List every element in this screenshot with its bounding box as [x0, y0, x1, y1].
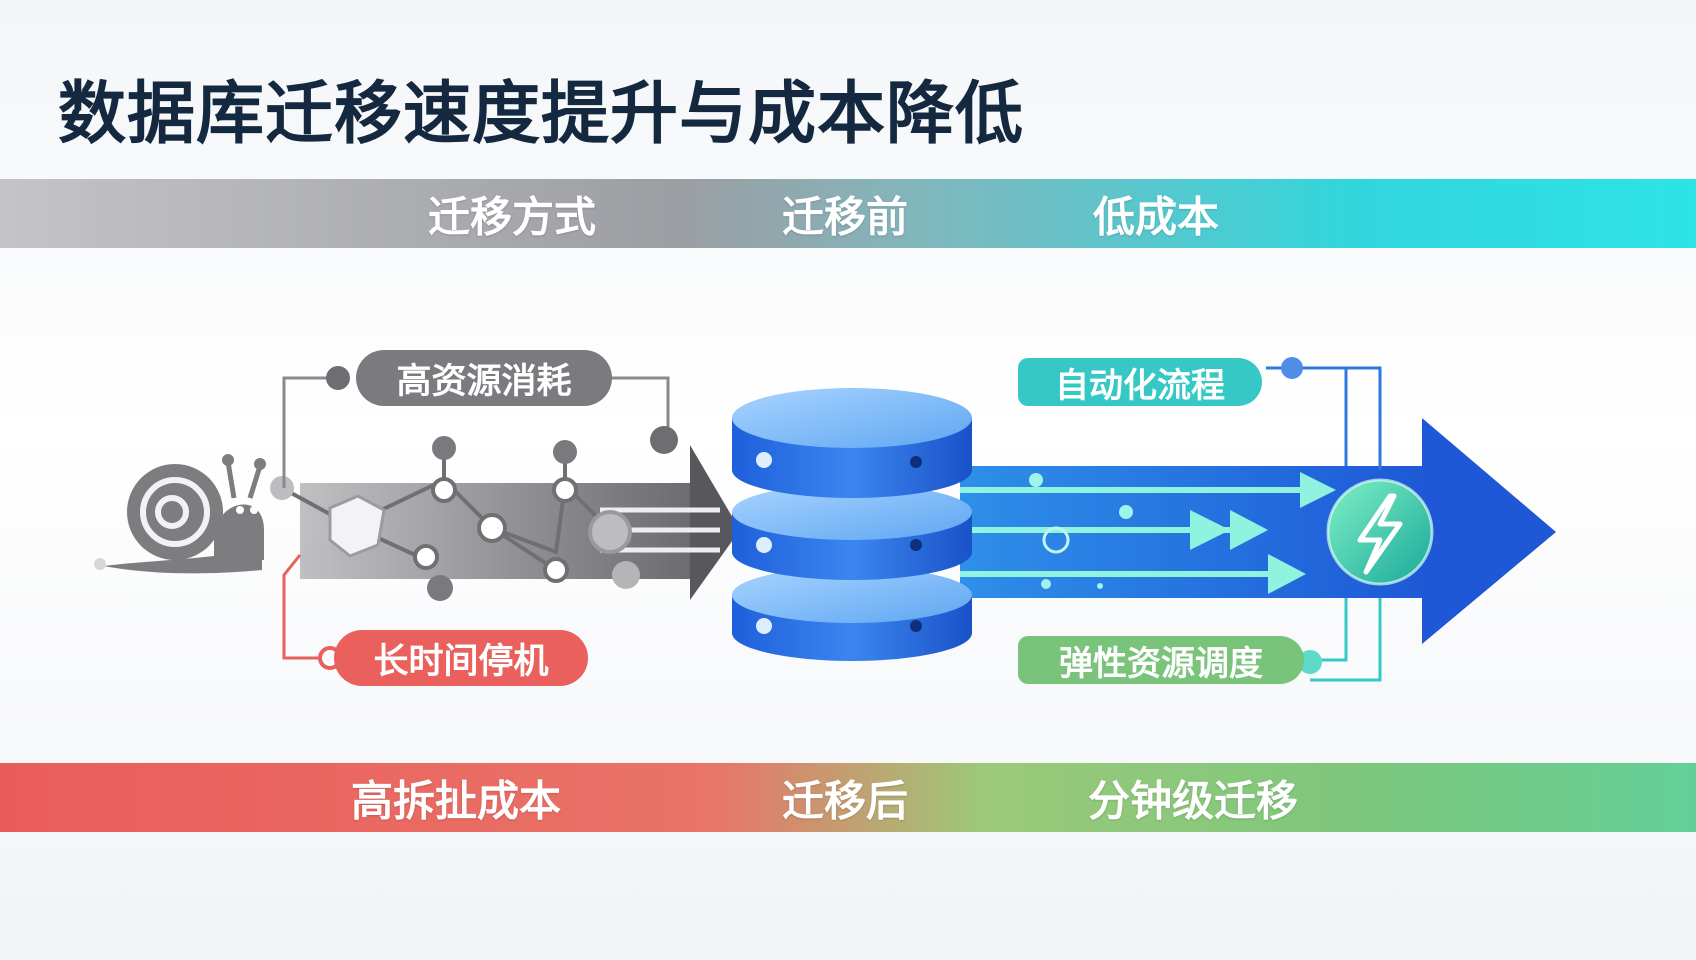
top-label-method: 迁移方式 [427, 192, 597, 241]
tag-high-resource: 高资源消耗 [356, 350, 612, 406]
network-nodes [281, 448, 632, 583]
fast-flow-arrow [960, 418, 1556, 644]
snail-icon [94, 454, 266, 574]
bottom-label-minutes: 分钟级迁移 [1087, 776, 1299, 825]
top-banner: 迁移方式 迁移前 低成本 [0, 179, 1696, 248]
tag-long-downtime: 长时间停机 [334, 630, 588, 686]
top-label-low-cost: 低成本 [1092, 192, 1220, 241]
database-icon [732, 388, 972, 661]
page-title: 数据库迁移速度提升与成本降低 [58, 75, 1025, 154]
top-label-before: 迁移前 [781, 192, 909, 241]
cube-icon [328, 494, 386, 558]
bottom-label-after: 迁移后 [781, 776, 909, 825]
lightning-icon [1326, 478, 1434, 586]
bottom-banner: 高拆扯成本 迁移后 分钟级迁移 [0, 763, 1696, 832]
bottom-label-high-cost: 高拆扯成本 [350, 776, 562, 825]
tag-elastic-scheduling: 弹性资源调度 [1018, 636, 1304, 684]
tag-automation: 自动化流程 [1018, 358, 1262, 406]
